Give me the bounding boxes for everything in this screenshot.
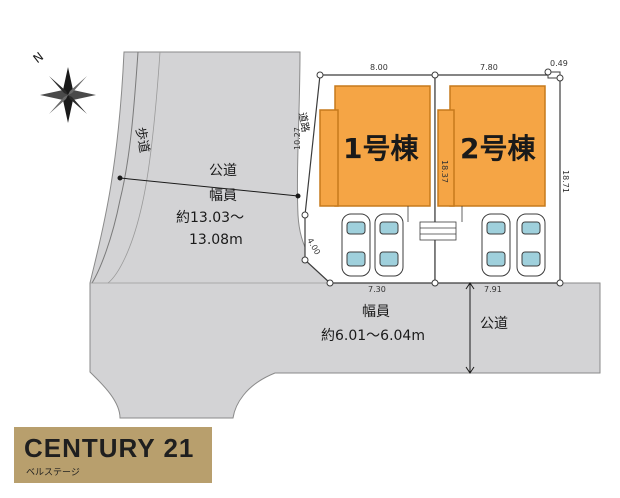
lower-road-width-value: 約6.01～6.04m: [321, 328, 425, 344]
dim-lot2-top-extra: 0.49: [550, 59, 568, 68]
century21-logo: CENTURY 21 ベルステージ: [14, 427, 212, 483]
main-road-label: 公道: [209, 163, 237, 179]
lot-corner-markers: [301, 68, 564, 287]
sidewalk-line-right: [107, 51, 161, 284]
dim-lot1-bottom: 7.30: [368, 285, 386, 294]
building-1: [334, 85, 431, 207]
dim-middle-left: 18.37: [440, 160, 449, 183]
logo-branch: ベルステージ: [26, 468, 80, 478]
building-2-step: [437, 109, 455, 207]
compass-rose-icon: [40, 67, 96, 123]
main-road-width-value-2: 13.08m: [189, 232, 243, 248]
sidewalk-label: 歩道: [132, 126, 151, 154]
building-2: [449, 85, 546, 207]
dim-lot2-top: 7.80: [480, 63, 498, 72]
main-road-width-title: 幅員: [209, 188, 237, 204]
lower-road-width-title: 幅員: [362, 304, 390, 320]
logo-brand: CENTURY 21: [24, 433, 195, 463]
dim-lot1-top: 8.00: [370, 63, 388, 72]
main-road-width-arrow: [117, 175, 301, 199]
building-1-step: [319, 109, 339, 207]
entrance-steps: [407, 206, 463, 241]
dim-lot2-bottom: 7.91: [484, 285, 502, 294]
parking-cars: [341, 213, 546, 277]
lower-road-label: 公道: [480, 316, 508, 332]
main-road-width-value-1: 約13.03～: [176, 210, 244, 226]
sidewalk-line: [91, 51, 139, 284]
main-road-area: [89, 51, 601, 419]
building-2-label: 2号棟: [460, 132, 536, 165]
dim-lot2-right: 18.71: [561, 170, 570, 193]
compass-north-label: N: [31, 49, 47, 66]
corner-road-label: 道路: [296, 111, 312, 133]
lower-road-width-arrow: [465, 282, 475, 374]
building-1-label: 1号棟: [343, 132, 419, 165]
dim-lot1-left: 10.27: [293, 127, 302, 150]
